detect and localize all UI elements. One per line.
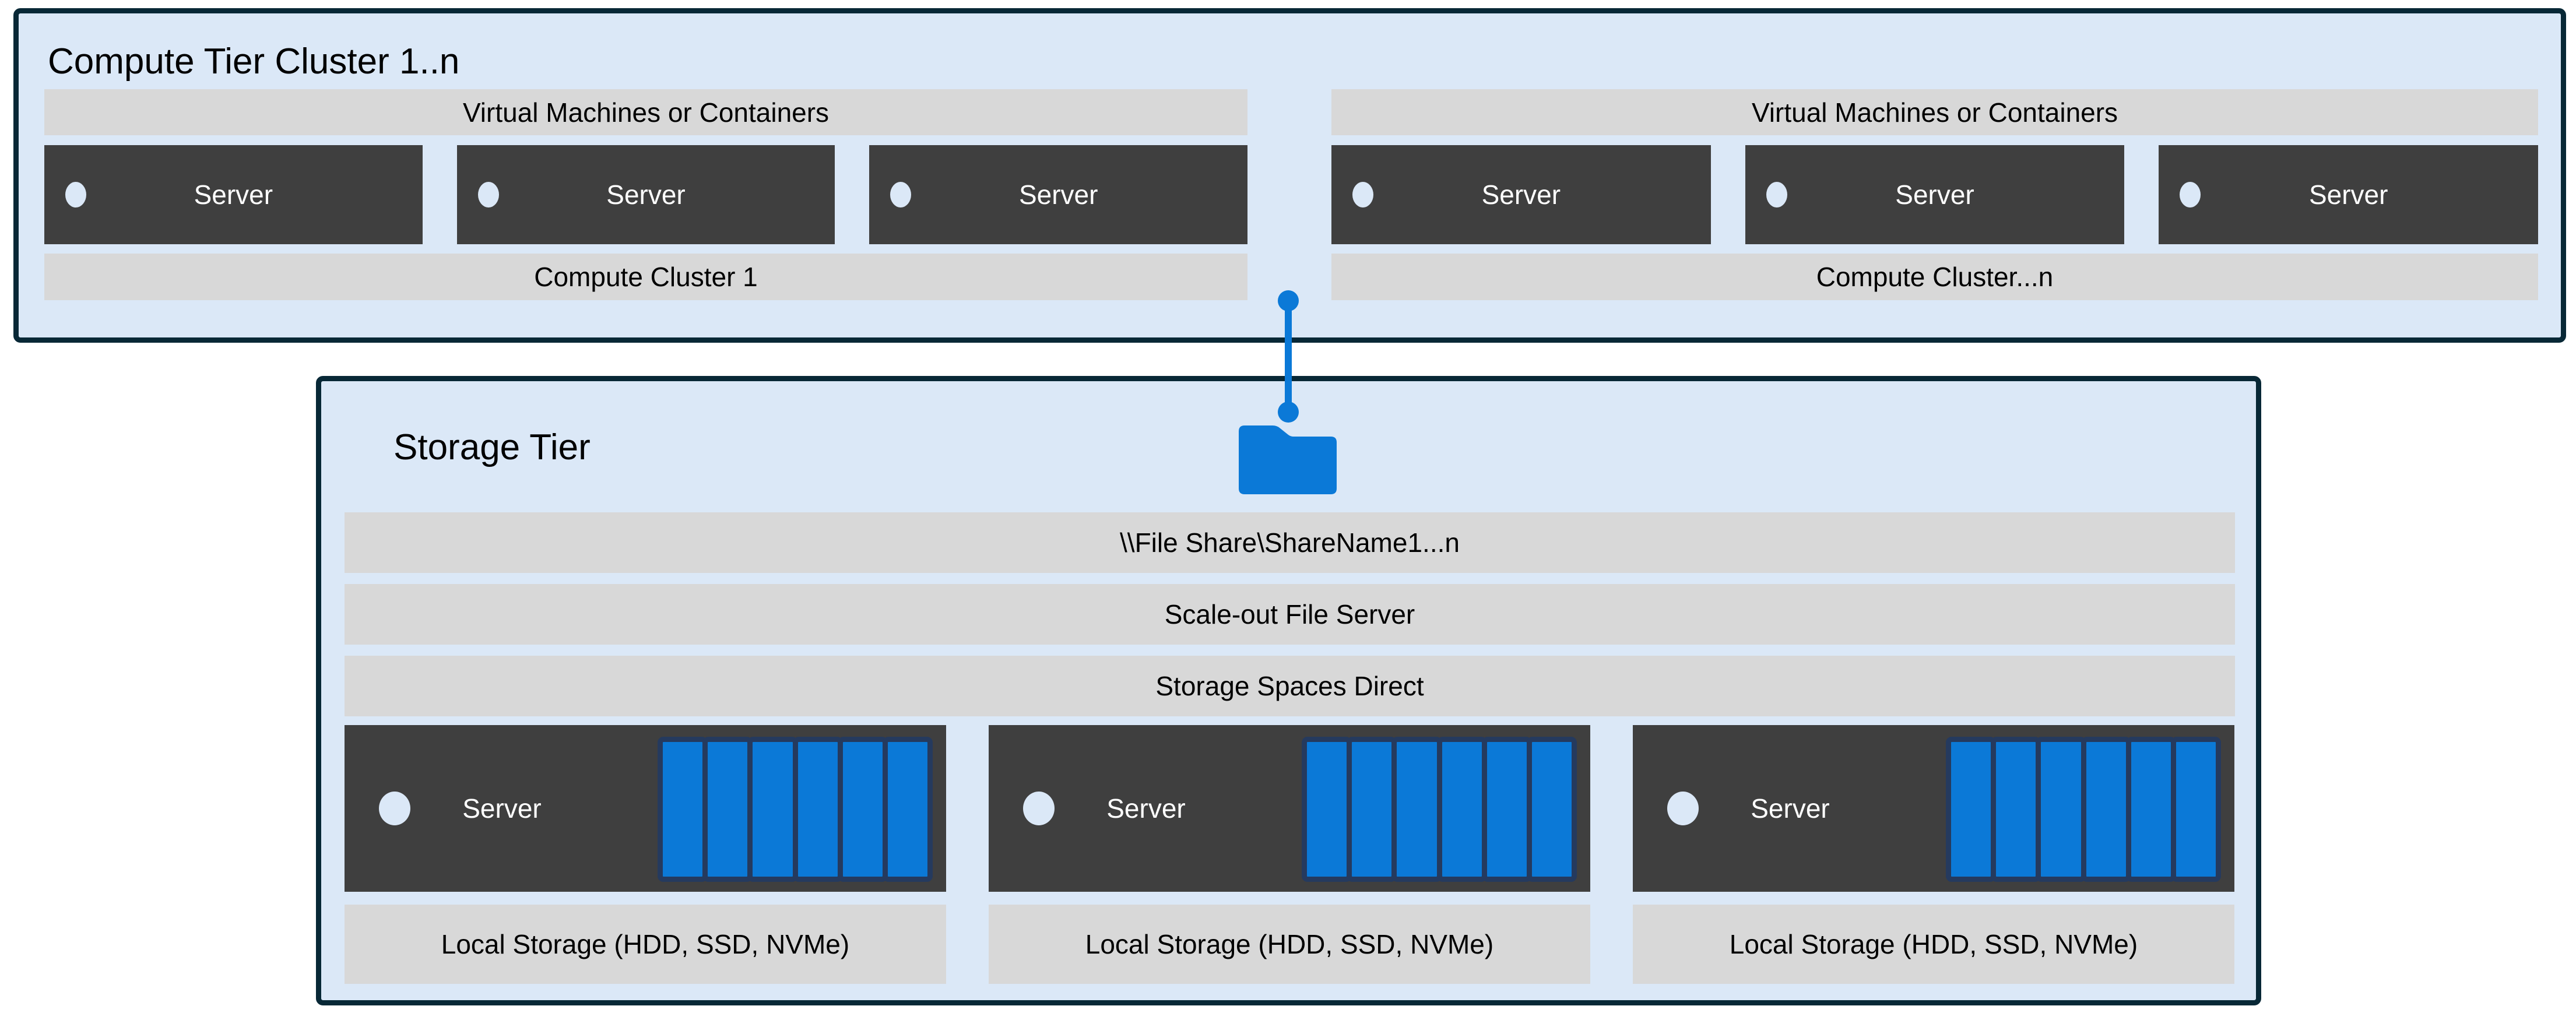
- disk-icon: [1481, 737, 1532, 882]
- server-led-icon: [65, 182, 86, 207]
- server-label: Server: [194, 180, 273, 210]
- scale-out-file-server-label: Scale-out File Server: [1164, 599, 1415, 629]
- storage-node: Server Local Storage (HDD, SSD, NVMe): [345, 725, 946, 984]
- disk-array: [1946, 737, 2222, 882]
- connector-dot-top: [1278, 290, 1299, 311]
- server-label: Server: [1481, 180, 1561, 210]
- server-led-icon: [379, 792, 410, 825]
- disk-icon: [1391, 737, 1442, 882]
- server-label: Server: [606, 180, 686, 210]
- vm-containers-label: Virtual Machines or Containers: [462, 97, 830, 128]
- local-storage-label: Local Storage (HDD, SSD, NVMe): [441, 929, 850, 959]
- disk-icon: [1436, 737, 1487, 882]
- compute-cluster-label: Compute Cluster 1: [534, 262, 758, 292]
- disk-icon: [1526, 737, 1577, 882]
- connector-line: [1285, 301, 1292, 412]
- local-storage-bar: Local Storage (HDD, SSD, NVMe): [989, 905, 1590, 984]
- disk-icon: [1991, 737, 2041, 882]
- server-led-icon: [1766, 182, 1787, 207]
- server-led-icon: [1667, 792, 1699, 825]
- server-box: Server: [456, 145, 835, 244]
- local-storage-bar: Local Storage (HDD, SSD, NVMe): [345, 905, 946, 984]
- server-led-icon: [890, 182, 912, 207]
- storage-server-box: Server: [989, 725, 1590, 892]
- local-storage-label: Local Storage (HDD, SSD, NVMe): [1085, 929, 1494, 959]
- file-share-label: \\File Share\ShareName1...n: [1120, 527, 1460, 558]
- disk-icon: [658, 737, 708, 882]
- servers-row: Server Server Server: [1331, 145, 2539, 244]
- server-label: Server: [462, 793, 542, 824]
- server-box: Server: [44, 145, 423, 244]
- storage-node: Server Local Storage (HDD, SSD, NVMe): [1633, 725, 2234, 984]
- disk-icon: [702, 737, 753, 882]
- disk-icon: [2125, 737, 2176, 882]
- storage-server-box: Server: [1633, 725, 2234, 892]
- server-label: Server: [2308, 180, 2388, 210]
- storage-node: Server Local Storage (HDD, SSD, NVMe): [989, 725, 1590, 984]
- storage-server-box: Server: [345, 725, 946, 892]
- disk-array: [658, 737, 933, 882]
- compute-cluster-n: Virtual Machines or Containers Server Se…: [1331, 89, 2539, 300]
- vm-containers-bar: Virtual Machines or Containers: [1331, 89, 2538, 135]
- disk-icon: [882, 737, 933, 882]
- server-box: Server: [1331, 145, 1711, 244]
- disk-icon: [1302, 737, 1352, 882]
- compute-tier-box: Compute Tier Cluster 1..n Virtual Machin…: [13, 8, 2566, 343]
- vm-containers-label: Virtual Machines or Containers: [1751, 97, 2118, 128]
- disk-icon: [2036, 737, 2086, 882]
- disk-icon: [1946, 737, 1997, 882]
- file-share-bar: \\File Share\ShareName1...n: [345, 512, 2235, 573]
- local-storage-bar: Local Storage (HDD, SSD, NVMe): [1633, 905, 2234, 984]
- disk-icon: [837, 737, 888, 882]
- storage-tier-title: Storage Tier: [393, 427, 591, 467]
- disk-icon: [792, 737, 843, 882]
- server-label: Server: [1895, 180, 1974, 210]
- server-box: Server: [869, 145, 1248, 244]
- compute-cluster-bar: Compute Cluster...n: [1331, 254, 2538, 300]
- server-box: Server: [1745, 145, 2125, 244]
- compute-cluster-label: Compute Cluster...n: [1816, 262, 2054, 292]
- vm-containers-bar: Virtual Machines or Containers: [44, 89, 1247, 135]
- disk-icon: [2081, 737, 2131, 882]
- server-led-icon: [2180, 182, 2201, 207]
- server-led-icon: [477, 182, 499, 207]
- storage-nodes-row: Server Local Storage (HDD, SSD, NVMe) Se…: [345, 725, 2235, 984]
- file-share-folder-icon: [1239, 425, 1337, 494]
- scale-out-file-server-bar: Scale-out File Server: [345, 584, 2235, 645]
- servers-row: Server Server Server: [44, 145, 1248, 244]
- server-label: Server: [1751, 793, 1830, 824]
- server-led-icon: [1023, 792, 1055, 825]
- server-label: Server: [1018, 180, 1098, 210]
- compute-tier-title: Compute Tier Cluster 1..n: [48, 41, 460, 82]
- server-label: Server: [1106, 793, 1186, 824]
- disk-icon: [747, 737, 798, 882]
- compute-cluster-1: Virtual Machines or Containers Server Se…: [44, 89, 1248, 300]
- disk-icon: [2170, 737, 2222, 882]
- disk-icon: [1347, 737, 1397, 882]
- compute-cluster-bar: Compute Cluster 1: [44, 254, 1247, 300]
- local-storage-label: Local Storage (HDD, SSD, NVMe): [1729, 929, 2138, 959]
- server-box: Server: [2159, 145, 2539, 244]
- storage-spaces-direct-label: Storage Spaces Direct: [1155, 671, 1424, 701]
- disk-array: [1302, 737, 1577, 882]
- connector-dot-bottom: [1278, 402, 1299, 423]
- server-led-icon: [1352, 182, 1373, 207]
- storage-spaces-direct-bar: Storage Spaces Direct: [345, 656, 2235, 716]
